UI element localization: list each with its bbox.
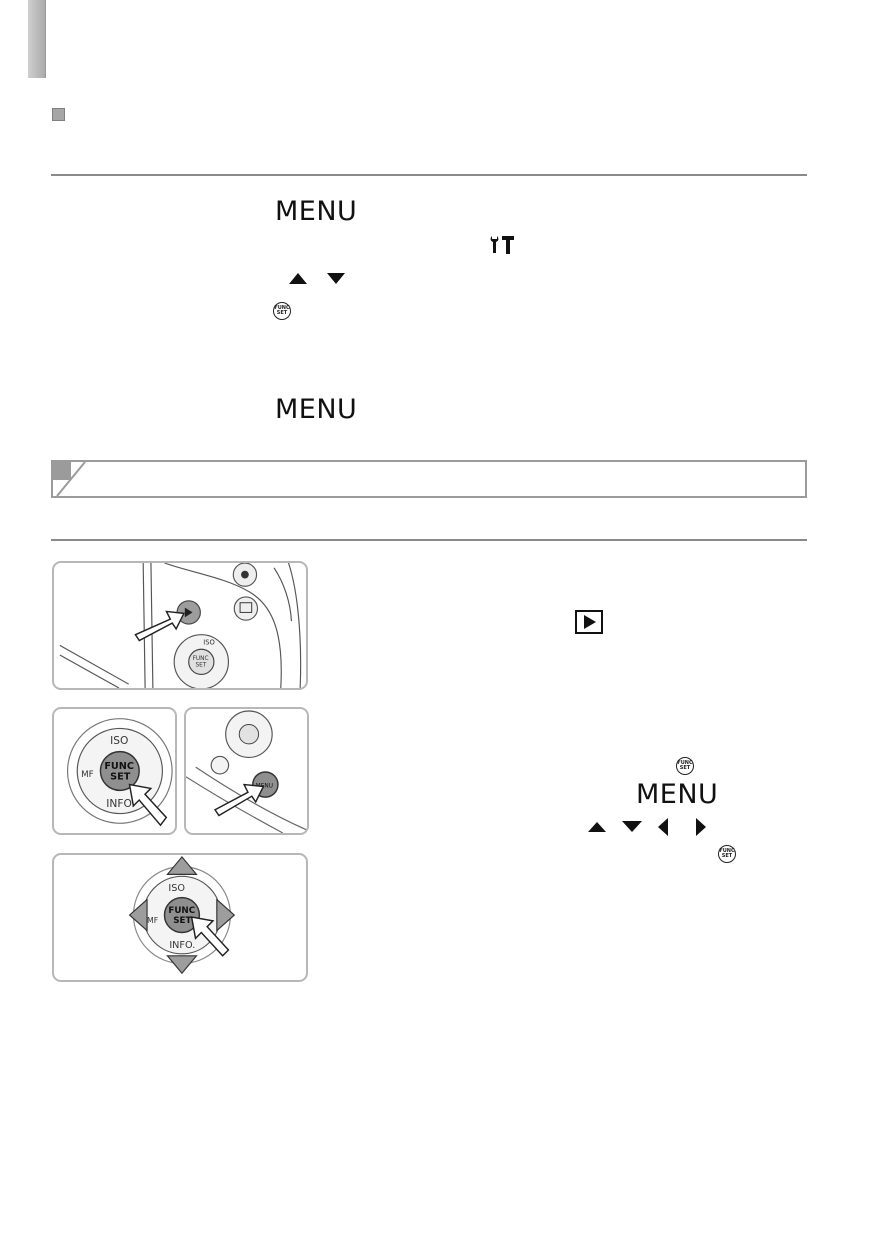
playback-icon — [575, 610, 603, 634]
camera-back-illustration: FUNC SET ISO — [59, 563, 302, 688]
page-corner-tab — [28, 0, 46, 78]
svg-text:INFO.: INFO. — [106, 797, 135, 810]
press-func-set-illustration: FUNC SET ISO INFO. MF — [52, 707, 177, 835]
menu-label: MENU — [275, 196, 358, 227]
section-rule-bottom — [51, 539, 807, 541]
svg-text:FUNC: FUNC — [104, 761, 134, 772]
func-dial-illustration: FUNC SET ISO INFO. MF — [66, 718, 173, 827]
func-set-icon: FUNC SET — [273, 302, 291, 320]
svg-text:ISO: ISO — [110, 734, 128, 747]
svg-text:INFO.: INFO. — [169, 940, 195, 951]
section-rule-top — [51, 174, 807, 176]
svg-text:MF: MF — [147, 916, 158, 925]
svg-text:MF: MF — [81, 770, 94, 780]
menu-label: MENU — [636, 779, 719, 810]
control-dial-directions-illustration: FUNC SET ISO INFO. MF — [52, 853, 308, 982]
svg-text:SET: SET — [196, 663, 207, 669]
menu-label: MENU — [275, 394, 358, 425]
press-playback-button-illustration: FUNC SET ISO — [52, 561, 308, 690]
dial-directions-illustration: FUNC SET ISO INFO. MF — [128, 856, 236, 975]
func-set-icon: FUNC SET — [676, 757, 694, 775]
menu-button-illustration: MENU — [186, 710, 307, 833]
func-set-icon: FUNC SET — [718, 845, 736, 863]
svg-text:FUNC: FUNC — [193, 656, 209, 662]
svg-text:ISO: ISO — [203, 638, 215, 646]
section-header-band — [51, 460, 807, 498]
svg-text:SET: SET — [173, 916, 191, 926]
section-header-chip — [51, 460, 86, 497]
square-bullet-icon — [52, 108, 65, 121]
svg-text:FUNC: FUNC — [168, 906, 195, 916]
four-direction-arrows-icon — [588, 818, 706, 836]
svg-text:MENU: MENU — [256, 783, 273, 789]
svg-text:SET: SET — [110, 772, 131, 783]
up-down-arrows-icon — [289, 273, 345, 284]
press-menu-illustration: MENU — [184, 707, 309, 835]
setup-tools-icon — [490, 236, 514, 254]
corner-divider — [45, 0, 46, 78]
svg-text:ISO: ISO — [168, 883, 185, 894]
